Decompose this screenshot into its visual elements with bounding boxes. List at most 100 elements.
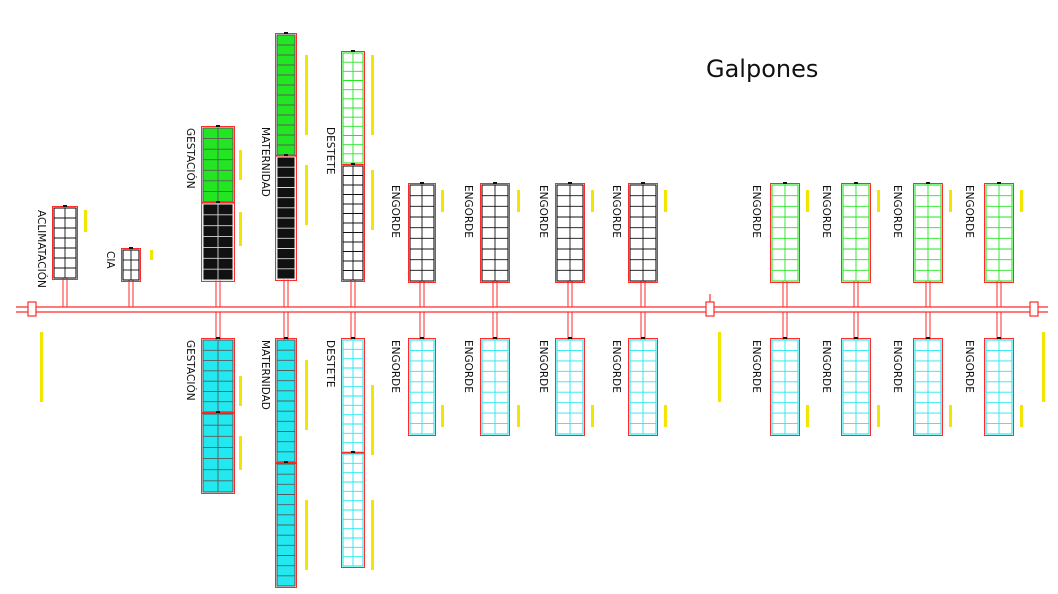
barn-tag (877, 190, 880, 212)
barn-cap (351, 337, 355, 339)
barn-destete-bottom: DESTETE (324, 337, 374, 455)
connector-gestacion-top (215, 280, 221, 307)
barn-engorde-bottom-5: ENGORDE (750, 337, 809, 436)
main-road (16, 294, 1048, 402)
barn-label-maternidad: MATERNIDAD (259, 340, 271, 410)
barn-engorde-top-6: ENGORDE (820, 182, 880, 283)
barn-cap (854, 182, 858, 184)
barn-label-cia: CIA (104, 251, 116, 269)
barn-cap (493, 182, 497, 184)
barn-tag (517, 190, 520, 212)
barn-tag (441, 405, 444, 427)
barn-engorde-top-7: ENGORDE (891, 182, 952, 283)
barn-tag (877, 405, 880, 427)
barn-gestacion-bottom: GESTACIÓN (184, 337, 242, 414)
barn-label-destete: DESTETE (324, 127, 336, 174)
barn-gestacion-bottom-lower (201, 411, 242, 494)
barn-engorde-bottom-4: ENGORDE (610, 337, 667, 436)
barn-label-destete: DESTETE (324, 340, 336, 387)
barn-tag (949, 190, 952, 212)
barn-cap (351, 50, 355, 52)
barn-cap (420, 337, 424, 339)
barn-label-engorde: ENGORDE (389, 185, 401, 238)
connector-engorde-bottom-7 (925, 312, 931, 340)
barn-cap (493, 337, 497, 339)
gate-middle-tag (718, 332, 721, 402)
barn-tag (371, 385, 374, 455)
barn-maternidad-top-lower (275, 154, 308, 281)
barn-label-engorde: ENGORDE (750, 340, 762, 393)
barn-cap (783, 182, 787, 184)
barn-label-engorde: ENGORDE (610, 340, 622, 393)
connector-engorde-bottom-1 (419, 312, 425, 340)
barn-engorde-top-3: ENGORDE (537, 182, 594, 283)
barn-label-engorde: ENGORDE (963, 185, 975, 238)
barn-tag (305, 55, 308, 135)
barn-cia: CIA (104, 247, 153, 282)
barn-cap (420, 182, 424, 184)
barn-tag (371, 55, 374, 135)
barn-cap (568, 337, 572, 339)
barn-tag (239, 376, 242, 406)
barn-tag (150, 250, 153, 260)
connector-engorde-bottom-6 (853, 312, 859, 340)
connector-engorde-top-4 (640, 281, 646, 307)
barn-engorde-bottom-3: ENGORDE (537, 337, 594, 436)
barn-cap (129, 247, 133, 249)
connector-destete-top (350, 280, 356, 307)
barn-tag (1020, 190, 1023, 212)
barn-cap (997, 182, 1001, 184)
barn-label-gestacion: GESTACIÓN (184, 128, 197, 189)
barn-tag (591, 190, 594, 212)
barn-tag (305, 500, 308, 570)
barn-tag (806, 190, 809, 212)
barn-cap (641, 182, 645, 184)
barn-cap (926, 337, 930, 339)
barn-label-engorde: ENGORDE (891, 185, 903, 238)
gate-east-tag (1042, 332, 1045, 402)
barn-tag (664, 190, 667, 212)
barn-gestacion-top: GESTACIÓN (184, 125, 242, 204)
barn-label-engorde: ENGORDE (750, 185, 762, 238)
barn-tag (1020, 405, 1023, 427)
barn-engorde-bottom-8: ENGORDE (963, 337, 1023, 436)
barn-engorde-bottom-2: ENGORDE (462, 337, 520, 436)
connector-engorde-top-8 (996, 281, 1002, 307)
barn-engorde-top-8: ENGORDE (963, 182, 1023, 283)
barn-tag (305, 360, 308, 430)
barn-label-gestacion: GESTACIÓN (184, 340, 197, 401)
connector-engorde-bottom-8 (996, 312, 1002, 340)
barn-cap (641, 337, 645, 339)
barn-gestacion-top-lower (201, 201, 242, 282)
barn-tag (371, 500, 374, 570)
barn-label-engorde: ENGORDE (462, 185, 474, 238)
gate-west-tag (40, 332, 43, 402)
barn-destete-top-lower (341, 163, 374, 282)
barn-tag (664, 405, 667, 427)
connector-engorde-bottom-4 (640, 312, 646, 340)
connector-engorde-bottom-5 (782, 312, 788, 340)
gate-west (27, 301, 37, 317)
barn-cap (783, 337, 787, 339)
connector-engorde-top-7 (925, 281, 931, 307)
plan-title: Galpones (706, 55, 819, 83)
gate-east (1029, 301, 1039, 317)
barn-cap (854, 337, 858, 339)
connector-gestacion-bottom (215, 312, 221, 340)
barn-label-engorde: ENGORDE (963, 340, 975, 393)
connector-engorde-top-5 (782, 281, 788, 307)
barn-tag (806, 405, 809, 427)
barn-cap (351, 163, 355, 165)
connector-engorde-bottom-2 (492, 312, 498, 340)
gate-middle (705, 301, 715, 317)
barn-destete-top: DESTETE (324, 50, 374, 174)
barn-cap (284, 32, 288, 34)
barn-engorde-bottom-1: ENGORDE (389, 337, 444, 436)
barn-cap (216, 411, 220, 413)
barn-cap (284, 461, 288, 463)
connector-engorde-top-2 (492, 281, 498, 307)
barn-cap (926, 182, 930, 184)
connector-destete-bottom (350, 312, 356, 340)
